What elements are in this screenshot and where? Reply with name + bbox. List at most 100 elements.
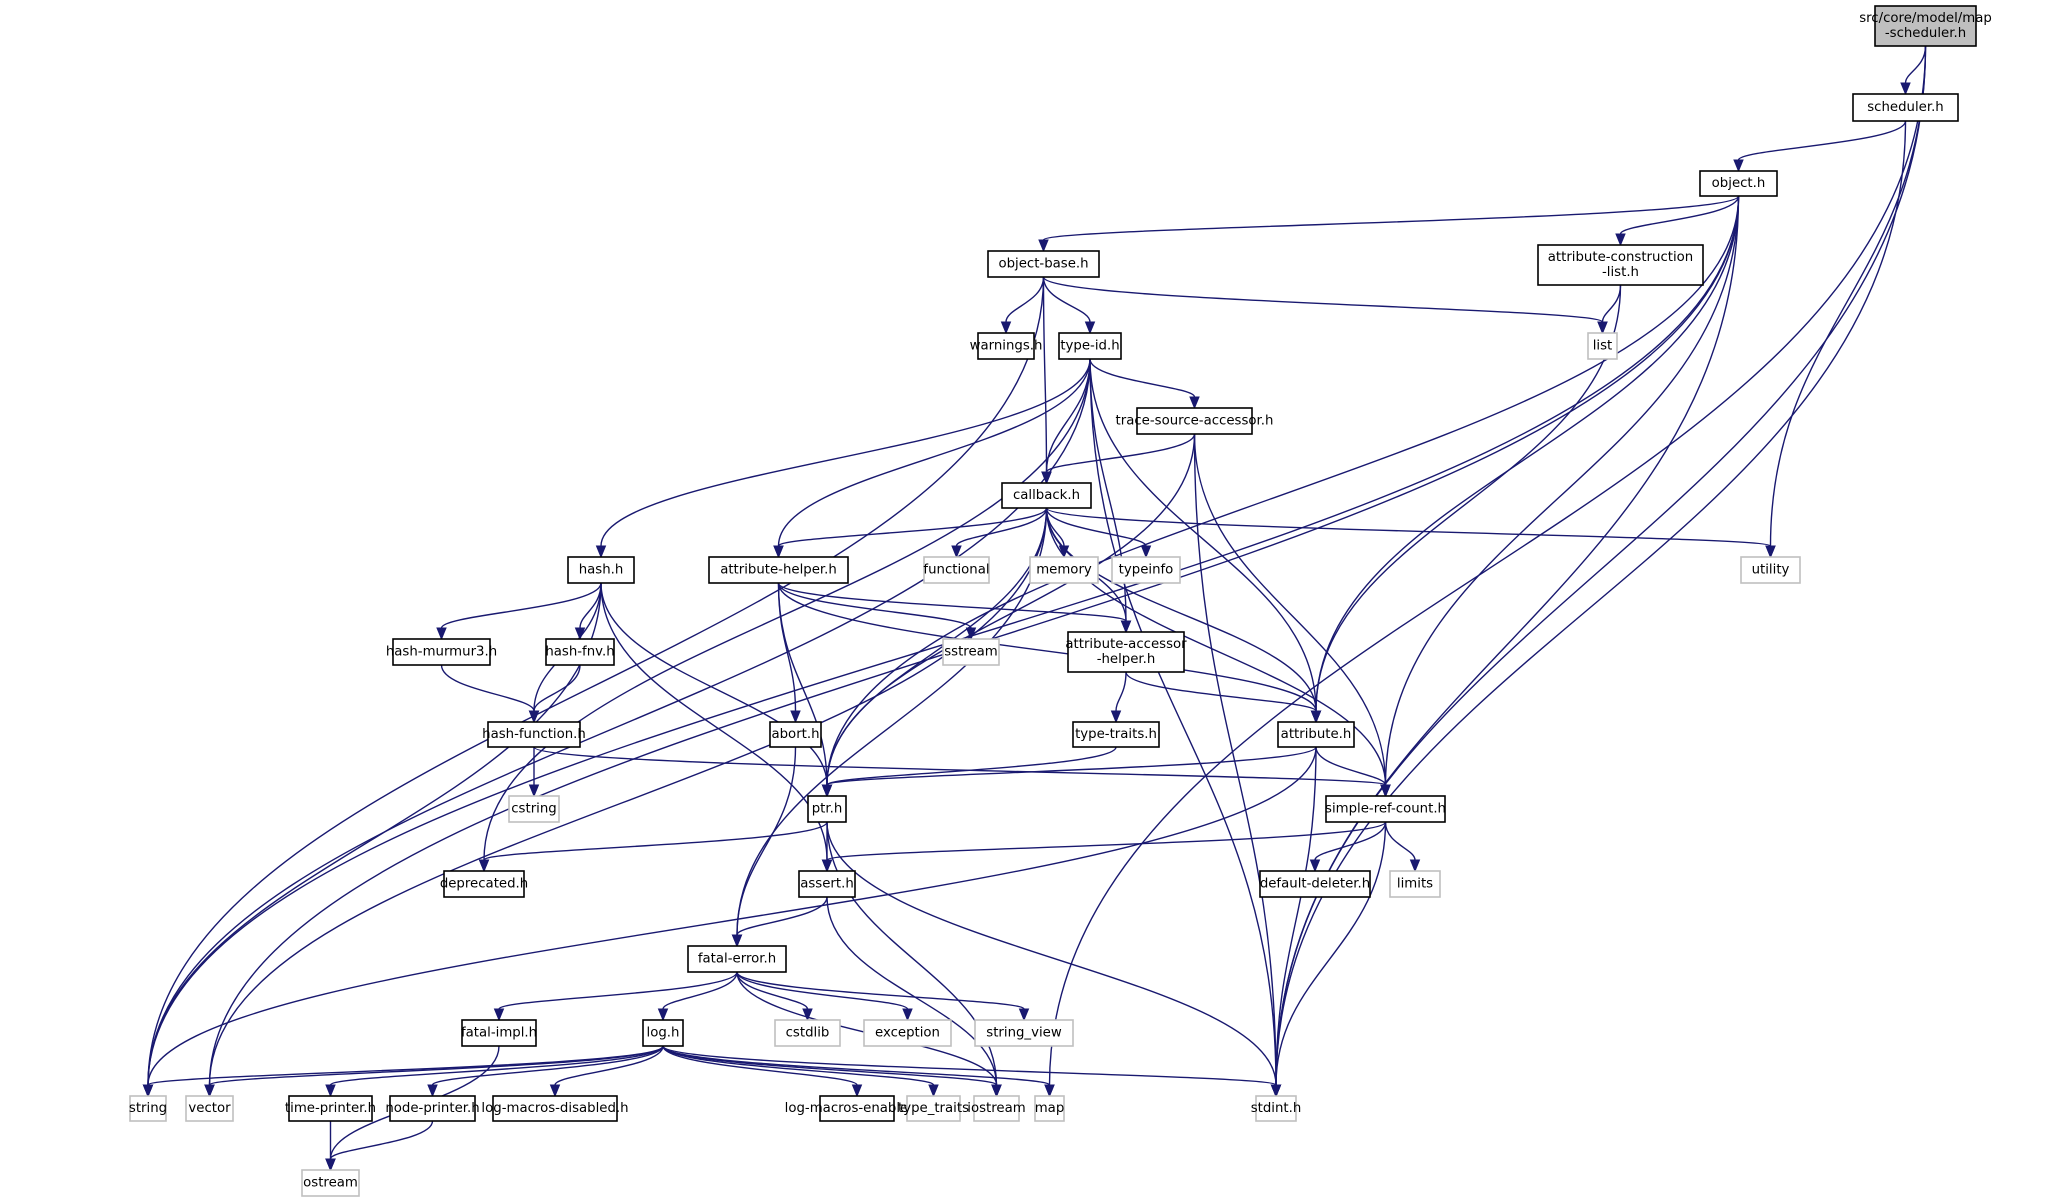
node-box [807, 795, 847, 823]
arrowhead-hash-to-hash_murmur [436, 627, 447, 641]
arrowhead-attribute-to-simple_ref [1380, 784, 1391, 798]
node-label: string [129, 1101, 167, 1116]
node-label: iostream [967, 1101, 1025, 1116]
edge-fatal_error-to-cstdlib [736, 971, 809, 1010]
node-box [774, 1019, 841, 1047]
node-simple-ref[interactable]: simple-ref-count.h [1325, 795, 1446, 823]
node-warnings[interactable]: warnings.h [970, 332, 1043, 360]
node-box [642, 1019, 684, 1047]
node-box [443, 870, 525, 898]
node-object-base[interactable]: object-base.h [987, 250, 1100, 278]
node-label: list [1593, 339, 1613, 354]
node-fatal-error[interactable]: fatal-error.h [687, 945, 787, 973]
arrowhead-object-to-object_base [1038, 239, 1049, 253]
node-sstream: sstream [942, 638, 1000, 666]
edge-attr_helper-to-sstream [777, 582, 972, 629]
edge-object_base-to-string [147, 276, 1045, 1086]
edges-layer [142, 45, 1927, 1172]
edge-callback-to-attribute [1045, 507, 1317, 712]
node-attr-acc-helper[interactable]: attribute-accessor-helper.h [1065, 631, 1187, 673]
node-ostream: ostream [301, 1169, 360, 1197]
node-hash-murmur[interactable]: hash-murmur3.h [386, 638, 497, 666]
node-utility: utility [1740, 556, 1801, 584]
node-object[interactable]: object.h [1699, 170, 1778, 197]
edge-hash-to-string [147, 582, 602, 1086]
node-map: map [1034, 1095, 1065, 1122]
node-label: fatal-impl.h [461, 1026, 537, 1041]
node-log-macros-en[interactable]: log-macros-enabled.h [785, 1095, 930, 1122]
arrowhead-log-to-iostream [991, 1084, 1002, 1098]
node-time-printer[interactable]: time-printer.h [285, 1095, 376, 1122]
node-log-macros-dis[interactable]: log-macros-disabled.h [481, 1095, 629, 1122]
node-label: type-traits.h [1075, 727, 1157, 742]
node-box [567, 556, 635, 584]
node-deprecated[interactable]: deprecated.h [440, 870, 528, 898]
node-box [819, 1095, 895, 1122]
node-box [1111, 556, 1181, 584]
node-label: log-macros-enabled.h [785, 1101, 930, 1116]
node-attr-helper[interactable]: attribute-helper.h [708, 556, 849, 584]
node-attr-constr[interactable]: attribute-construction-list.h [1537, 244, 1704, 286]
edge-object-to-object_base [1042, 195, 1740, 241]
node-box [392, 638, 491, 666]
node-label: cstring [511, 802, 556, 817]
node-box [942, 638, 1000, 666]
edge-trace_src-to-stdint [1193, 433, 1277, 1086]
node-label: typeinfo [1119, 563, 1174, 578]
node-trace-src[interactable]: trace-source-accessor.h [1116, 407, 1274, 435]
edge-hash-to-hash_murmur [440, 582, 602, 629]
edge-object-to-attr_constr [1619, 195, 1740, 235]
node-box [1058, 332, 1122, 360]
node-hash-fnv[interactable]: hash-fnv.h [545, 638, 615, 666]
arrowhead-log-to-node_printer [427, 1084, 438, 1098]
edge-type_traits_h-to-ptr [826, 746, 1117, 786]
node-label: hash-fnv.h [545, 645, 614, 660]
node-log[interactable]: log.h [642, 1019, 684, 1047]
edge-type_id-to-attr_helper [777, 358, 1091, 547]
arrowhead-object-to-attr_constr [1615, 233, 1626, 247]
node-memory: memory [1029, 556, 1099, 584]
node-abort[interactable]: abort.h [769, 721, 822, 748]
arrowhead-type_id-to-hash [595, 545, 607, 559]
edge-type_id-to-attribute [1089, 358, 1317, 712]
node-fatal-impl[interactable]: fatal-impl.h [461, 1019, 537, 1047]
edge-fatal_error-to-log [662, 971, 738, 1010]
edge-attribute-to-ptr [826, 746, 1317, 786]
arrowhead-log-to-vector [204, 1084, 215, 1098]
node-list: list [1587, 332, 1618, 360]
edge-fatal_error-to-fatal_impl [498, 971, 738, 1010]
node-root[interactable]: src/core/model/map-scheduler.h [1859, 5, 1992, 47]
node-stdint: stdint.h [1251, 1095, 1301, 1122]
edge-object-to-simple_ref [1384, 195, 1740, 786]
node-string-view: string_view [974, 1019, 1074, 1047]
edge-attr_acc_helper-to-attribute [1125, 671, 1317, 712]
node-iostream: iostream [967, 1095, 1026, 1122]
node-assert[interactable]: assert.h [798, 870, 856, 898]
node-scheduler[interactable]: scheduler.h [1852, 93, 1959, 122]
edge-log-to-log_macros_en [662, 1045, 858, 1086]
node-label: ostream [303, 1176, 358, 1191]
node-default-deleter[interactable]: default-deleter.h [1259, 870, 1371, 898]
edge-type_id-to-string [147, 358, 1091, 1086]
node-attribute[interactable]: attribute.h [1277, 721, 1355, 748]
node-callback[interactable]: callback.h [1001, 482, 1092, 509]
node-hash[interactable]: hash.h [567, 556, 635, 584]
node-box [1277, 721, 1355, 748]
edge-log-to-time_printer [329, 1045, 664, 1086]
edge-attr_constr-to-attribute [1315, 284, 1622, 712]
node-ptr[interactable]: ptr.h [807, 795, 847, 823]
edge-callback-to-typeinfo [1045, 507, 1147, 547]
arrowhead-assert-to-fatal_error [731, 934, 743, 948]
node-type-id[interactable]: type-id.h [1058, 332, 1122, 360]
edge-attr_acc_helper-to-type_traits_h [1115, 671, 1127, 712]
arrowhead-log-to-string [142, 1084, 154, 1098]
node-box [973, 1095, 1020, 1122]
edge-log-to-map [662, 1045, 1051, 1086]
node-box [492, 1095, 618, 1122]
node-hash-function[interactable]: hash-function.h [482, 721, 586, 748]
node-node-printer[interactable]: node-printer.h [385, 1095, 480, 1122]
arrowhead-fatal_error-to-log [657, 1008, 669, 1022]
node-box [1537, 244, 1704, 286]
node-label: cstdlib [786, 1026, 830, 1041]
node-type-traits-h[interactable]: type-traits.h [1072, 721, 1160, 748]
